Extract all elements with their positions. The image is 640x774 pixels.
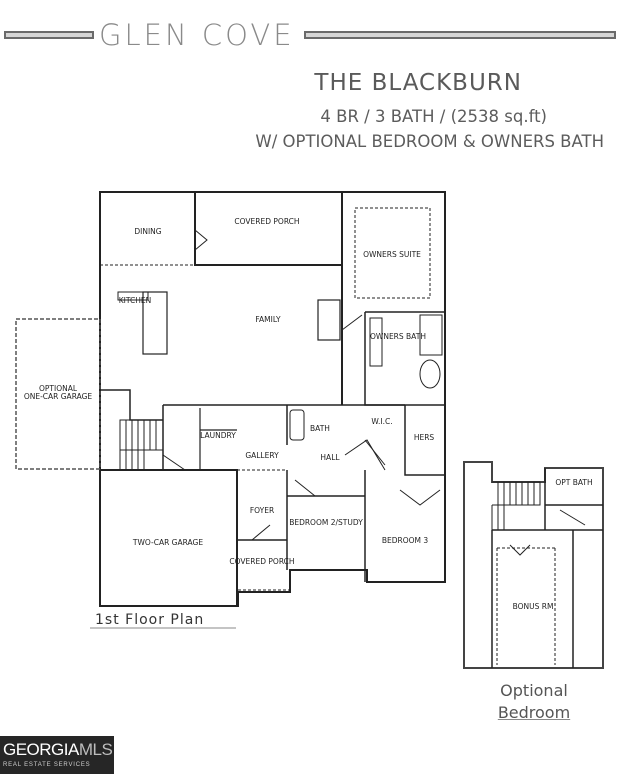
wic-wall: [404, 405, 445, 476]
room-optional-garage-line1: OPTIONAL: [39, 384, 78, 393]
room-family: FAMILY: [255, 315, 281, 324]
room-covered-porch-front: COVERED PORCH: [229, 557, 294, 566]
fireplace: [317, 299, 341, 341]
bath-tub: [289, 409, 305, 441]
room-kitchen: KITCHEN: [119, 296, 152, 305]
logo-mls-text: MLS: [78, 740, 113, 759]
optional-bath-door: [559, 509, 586, 526]
room-bedroom-study: BEDROOM 2/STUDY: [289, 518, 363, 527]
room-opt-bath: OPT BATH: [555, 478, 592, 487]
main-floor-outline: [99, 191, 446, 607]
plan-name: THE BLACKBURN: [314, 70, 522, 96]
plan-options: W/ OPTIONAL BEDROOM & OWNERS BATH: [255, 132, 604, 151]
laundry-inner-wall: [199, 408, 237, 470]
brand-rule-left: [4, 31, 94, 39]
first-floor-caption: 1st Floor Plan: [95, 612, 204, 628]
optional-bonus-walls: [491, 529, 603, 668]
room-foyer: FOYER: [250, 506, 274, 515]
optional-caption-line2: Bedroom: [497, 703, 571, 722]
community-name: GLEN COVE: [99, 18, 295, 52]
room-dining: DINING: [134, 227, 161, 236]
kitchen-counter: [117, 291, 149, 301]
optional-bedroom-caption: Optional Bedroom: [486, 680, 582, 724]
room-owners-bath: OWNERS BATH: [370, 332, 426, 341]
plan-specs: 4 BR / 3 BATH / (2538 sq.ft): [320, 107, 547, 126]
room-covered-porch-rear: COVERED PORCH: [234, 217, 299, 226]
room-owners-suite: OWNERS SUITE: [363, 250, 421, 259]
room-laundry: LAUNDRY: [200, 431, 236, 440]
room-hers: HERS: [414, 433, 435, 442]
room-bonus-rm: BONUS RM: [513, 602, 554, 611]
brand-rule-right: [304, 31, 616, 39]
optional-garage-outline: [15, 318, 101, 470]
logo-wordmark: GEORGIAMLS: [3, 740, 113, 760]
brand-bar: GLEN COVE: [4, 18, 616, 52]
logo-main-text: GEORGIA: [3, 740, 79, 759]
room-bedroom-3: BEDROOM 3: [382, 536, 429, 545]
door-swings: [162, 229, 441, 541]
stairs: [119, 419, 164, 470]
optional-stairs: [491, 481, 541, 530]
owners-vanity: [369, 317, 383, 367]
room-two-car-garage: TWO-CAR GARAGE: [132, 538, 203, 547]
georgia-mls-logo: GEORGIAMLS REAL ESTATE SERVICES: [0, 736, 114, 774]
room-gallery: GALLERY: [245, 451, 279, 460]
kitchen-lower-wall: [100, 389, 163, 421]
owners-bath-walls: [364, 311, 445, 406]
optional-caption-line1: Optional: [500, 681, 568, 700]
kitchen-island: [142, 291, 168, 355]
optional-bonus-door: [509, 544, 531, 556]
owners-tub: [419, 359, 441, 389]
dining-wall: [194, 192, 342, 266]
room-bath: BATH: [310, 424, 330, 433]
owners-shower: [419, 314, 443, 356]
optional-bath-walls: [544, 468, 603, 530]
room-hall: HALL: [320, 453, 340, 462]
room-wic: W.I.C.: [371, 417, 392, 426]
owners-suite-tray: [354, 207, 431, 299]
optional-bonus-tray: [496, 547, 556, 665]
room-optional-garage-line2: ONE-CAR GARAGE: [24, 392, 93, 401]
logo-subtitle: REAL ESTATE SERVICES: [3, 762, 91, 768]
